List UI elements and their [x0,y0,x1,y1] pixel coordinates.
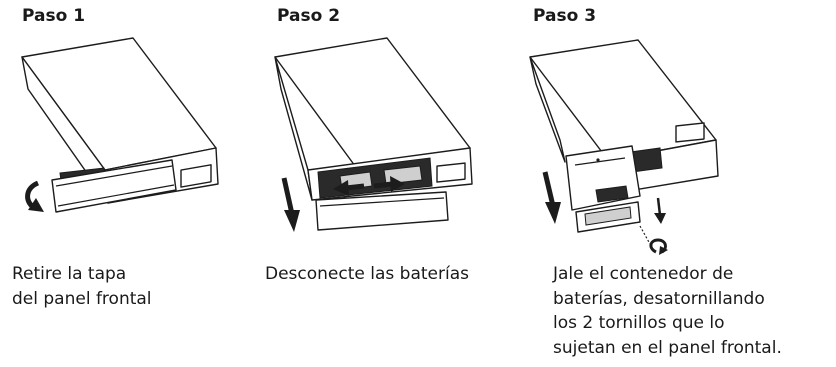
step-3-desc-line: baterías, desatornillando [553,288,765,309]
step-1-title: Paso 1 [22,6,86,26]
step-2-ups-illustration [274,37,473,231]
step-3-ups-illustration [529,39,719,233]
step-3-desc-line: los 2 tornillos que lo [553,313,725,333]
step-1-description: Retire la tapa del panel frontal [12,262,152,311]
step-2-description: Desconecte las baterías [265,262,469,287]
step-3-screw-rotate-icon [649,238,668,255]
step-3-screw-arrow-icon [639,197,666,245]
step-1-desc-line: Retire la tapa [12,264,127,284]
step-1-rotate-arrow-icon [25,180,44,212]
step-3-title: Paso 3 [533,6,597,26]
step-2-title: Paso 2 [277,6,341,26]
step-3-desc-line: sujetan en el panel frontal. [553,337,782,358]
step-1-desc-line: del panel frontal [12,288,152,309]
step-3-desc-line: Jale el contenedor de [553,264,734,284]
step-2-down-arrow-icon [281,177,300,232]
step-3-down-arrow-icon [542,171,561,224]
step-1-ups-illustration [21,37,219,213]
step-3-description: Jale el contenedor de baterías, desatorn… [553,262,782,360]
step-2-desc-line: Desconecte las baterías [265,264,469,284]
step-2-disconnect-arrows-icon [333,176,405,196]
